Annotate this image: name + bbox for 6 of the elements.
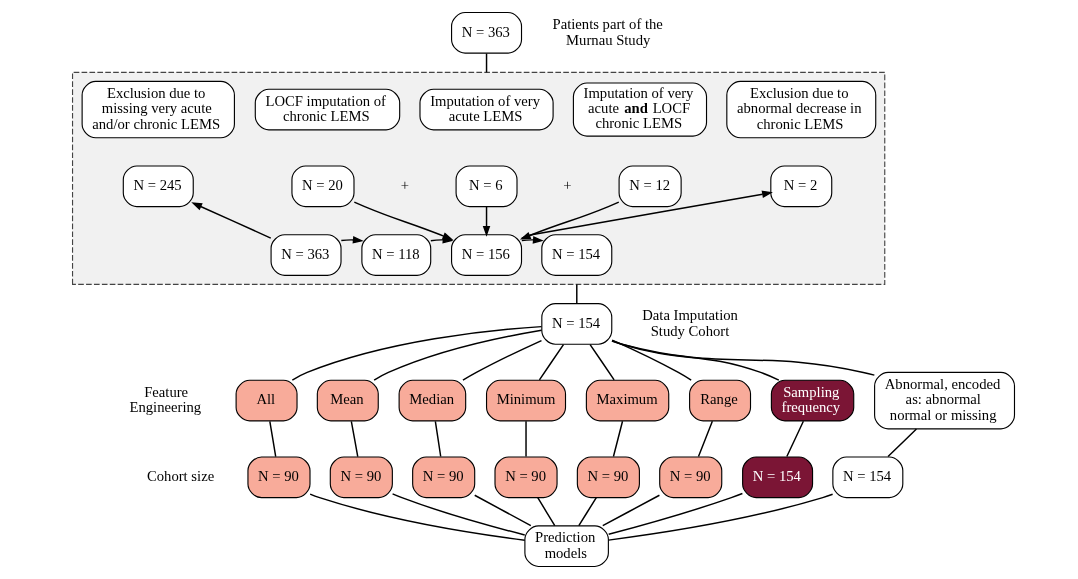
node-label: Patients part of the Murnau Study [552,15,663,48]
label: + [563,177,572,194]
label: + [400,177,410,194]
node-label: Data Imputation Study Cohort [642,306,738,339]
label: Feature Engineering [129,383,202,416]
label: Cohort size [146,468,215,485]
